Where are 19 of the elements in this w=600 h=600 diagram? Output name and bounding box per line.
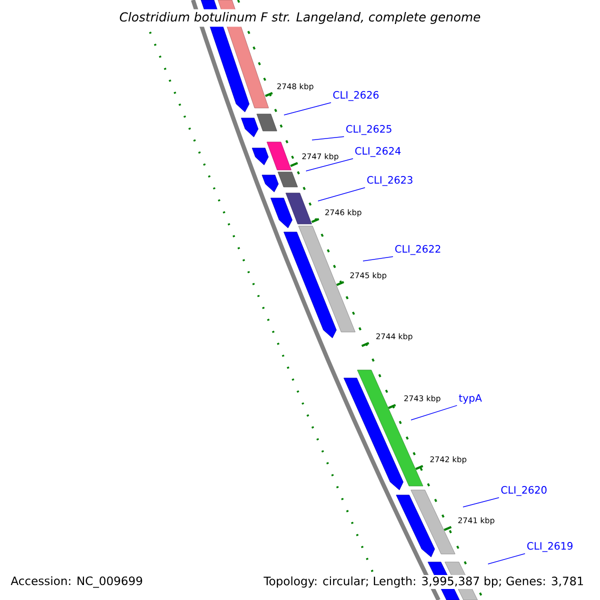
gene-label: CLI_2626 bbox=[333, 91, 379, 101]
leader-line bbox=[284, 102, 332, 116]
leader-line bbox=[318, 187, 366, 202]
gene-label: CLI_2623 bbox=[367, 176, 412, 186]
leader-line bbox=[306, 158, 354, 172]
gene-label: typA bbox=[458, 394, 482, 404]
gene-label: CLI_2619 bbox=[527, 542, 572, 552]
info-text: Accession: NC_009699 bbox=[9, 574, 144, 590]
gene-label: CLI_2620 bbox=[501, 486, 547, 496]
gene-label: CLI_2622 bbox=[395, 245, 440, 255]
gene-label: CLI_2624 bbox=[355, 147, 401, 157]
info-text: Topology: circular; Length: 3,995,387 bp; Genes: 3,781 bbox=[262, 575, 586, 589]
gene-label: CLI_2625 bbox=[346, 125, 392, 135]
leader-line bbox=[312, 136, 344, 140]
leader-line bbox=[362, 256, 394, 262]
leader-line bbox=[410, 405, 458, 420]
leader-line bbox=[488, 553, 526, 564]
title: Clostridium botulinum F str. Langeland, complete genome bbox=[116, 9, 484, 27]
leader-line bbox=[462, 497, 500, 508]
